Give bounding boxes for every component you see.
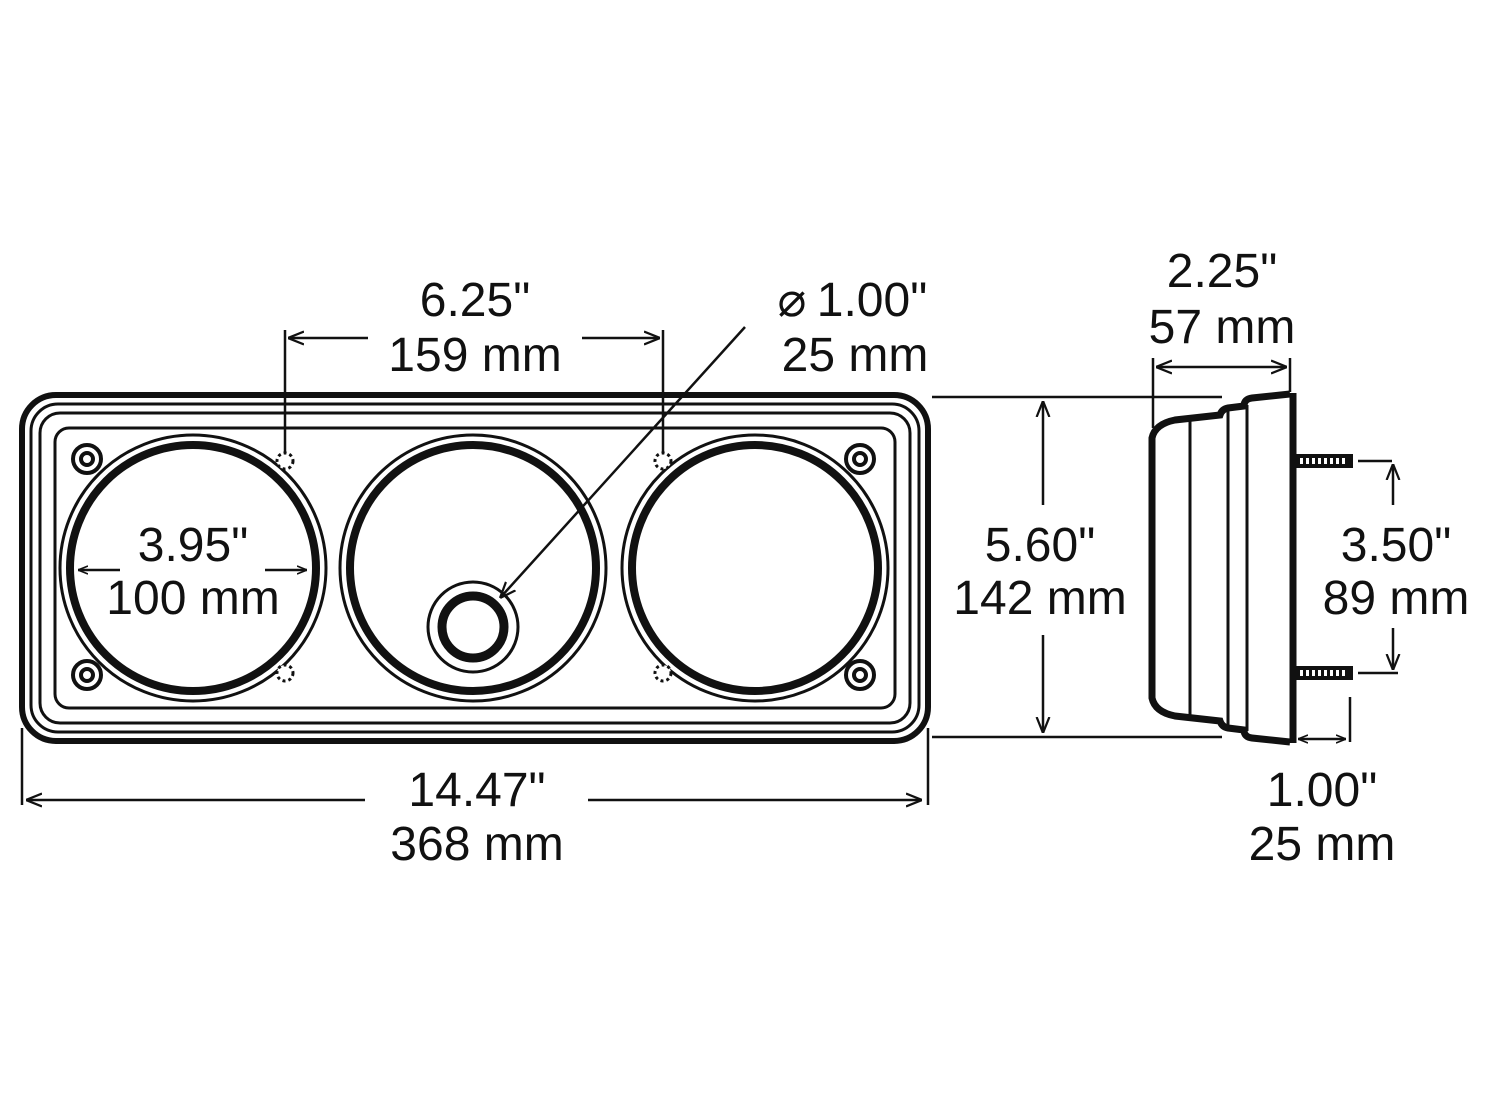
diameter-symbol: ⌀ bbox=[778, 274, 807, 327]
hole-spacing-in: 6.25" bbox=[420, 274, 530, 327]
small-lens bbox=[426, 580, 520, 674]
housing-outer bbox=[19, 392, 931, 744]
stud-icon bbox=[1295, 454, 1353, 680]
stud-length-mm: 25 mm bbox=[1249, 818, 1396, 871]
stud-spacing-mm: 89 mm bbox=[1323, 572, 1470, 625]
height-mm: 142 mm bbox=[953, 572, 1126, 625]
dimension-labels: 6.25" 159 mm ⌀ 1.00" 25 mm 3.95" 100 mm … bbox=[106, 245, 1469, 871]
small-lens-diameter-in: 1.00" bbox=[817, 274, 927, 327]
height-in: 5.60" bbox=[985, 519, 1095, 572]
lens-center bbox=[338, 433, 608, 703]
lens-left bbox=[58, 433, 328, 703]
depth-in: 2.25" bbox=[1167, 245, 1277, 298]
lens-diameter-mm: 100 mm bbox=[106, 572, 279, 625]
stud-spacing-in: 3.50" bbox=[1341, 519, 1451, 572]
lens-right bbox=[620, 433, 890, 703]
small-lens-diameter-mm: 25 mm bbox=[782, 329, 929, 382]
housing-ring-1 bbox=[29, 402, 921, 734]
mounting-hole-icon bbox=[275, 451, 673, 683]
housing-ring-2 bbox=[38, 411, 912, 725]
depth-mm: 57 mm bbox=[1149, 301, 1296, 354]
stud-length-in: 1.00" bbox=[1267, 764, 1377, 817]
screw-icon bbox=[71, 443, 876, 691]
hole-spacing-mm: 159 mm bbox=[388, 329, 561, 382]
front-view bbox=[19, 392, 931, 744]
dimension-lines bbox=[20, 326, 1398, 805]
width-mm: 368 mm bbox=[390, 818, 563, 871]
housing-ring-3 bbox=[53, 426, 897, 710]
lens-diameter-in: 3.95" bbox=[138, 519, 248, 572]
side-view bbox=[1148, 390, 1353, 746]
width-in: 14.47" bbox=[408, 764, 545, 817]
